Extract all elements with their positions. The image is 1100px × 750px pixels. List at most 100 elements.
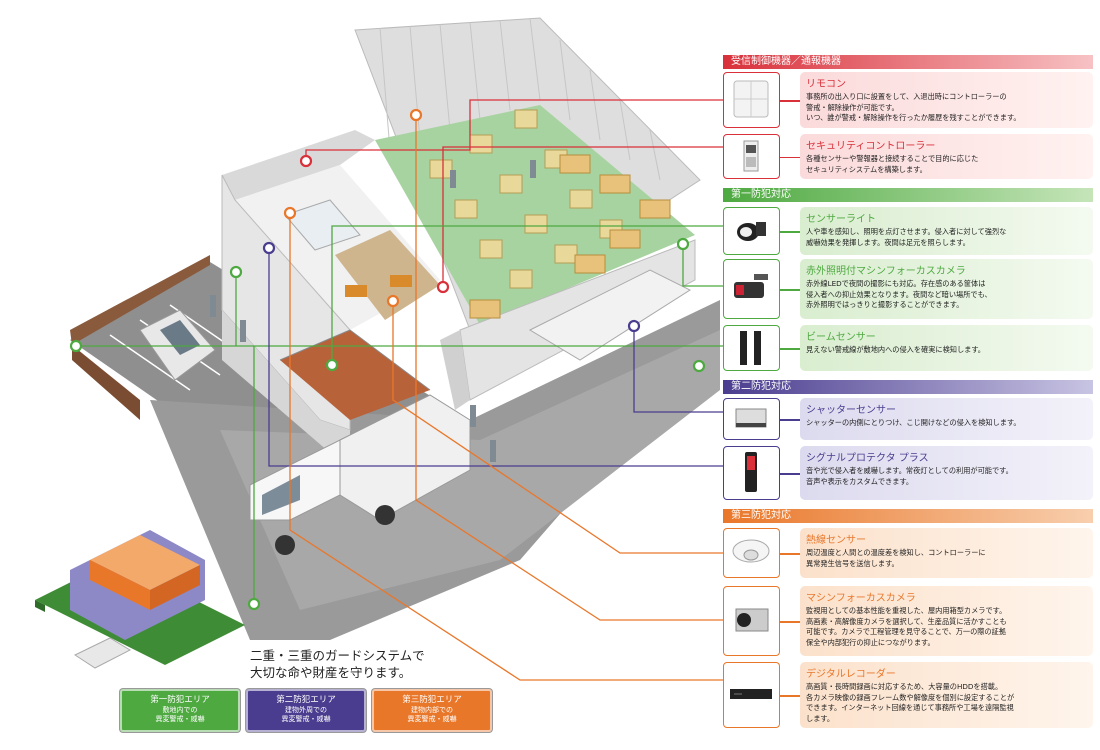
connector-line (780, 621, 800, 623)
item-sensor-light: センサーライト 人や車を感知し、照明を点灯させます。侵入者に対して強烈な 威嚇効… (723, 207, 1093, 255)
recorder-thumbnail (723, 662, 780, 728)
item-description: 見えない警戒線が敷地内への侵入を確実に検知します。 (806, 345, 985, 354)
item-card: セキュリティコントローラー 各種センサーや警報器と接続することで目的に応じた セ… (800, 134, 1093, 179)
connector-line (780, 473, 800, 475)
beam-sensor-thumbnail (723, 325, 780, 371)
shutter-marker (627, 319, 641, 333)
controller-thumbnail (723, 134, 780, 179)
stairs-marker (325, 358, 339, 372)
signal-protector-thumbnail (723, 446, 780, 500)
connector-line (780, 100, 800, 102)
item-title: 赤外照明付マシンフォーカスカメラ (806, 266, 966, 277)
brick-fence (70, 255, 210, 345)
item-title: 熱線センサー (806, 535, 866, 546)
mf-camera-thumbnail (723, 586, 780, 656)
item-recorder: デジタルレコーダー 高画質・長時間録画に対応するため、大容量のHDDを搭載。 各… (723, 662, 1093, 728)
connector-line (780, 231, 800, 233)
category-header-receiver: 受信制御機器／通報機器 (723, 55, 1093, 69)
ir-camera-marker (676, 237, 690, 251)
item-description: 周辺温度と人間との温度差を検知し、コントローラーに 異常発生信号を送信します。 (806, 548, 986, 568)
sensor-light-marker (229, 265, 243, 279)
item-card: センサーライト 人や車を感知し、照明を点灯させます。侵入者に対して強烈な 威嚇効… (800, 207, 1093, 255)
reception-area (335, 230, 440, 320)
office-desks (284, 199, 361, 251)
category-header-second: 第二防犯対応 (723, 380, 1093, 394)
item-card: 熱線センサー 周辺温度と人間との温度差を検知し、コントローラーに 異常発生信号を… (800, 528, 1093, 578)
green-connector-lines (76, 225, 723, 604)
item-description: 人や車を感知し、照明を点灯させます。侵入者に対して強烈な 威嚇効果を発揮します。… (806, 227, 1007, 247)
item-signal-protector: シグナルプロテクタ プラス 音や光で侵入者を威嚇します。常夜灯としての利用が可能… (723, 446, 1093, 500)
shutter-sensor-thumbnail (723, 398, 780, 440)
box-camera-icon (735, 608, 769, 632)
connector-line (780, 156, 800, 158)
item-description: 事務所の出入り口に設置をして、入退出時にコントローラーの 警戒・解除操作が可能で… (806, 92, 1021, 122)
purple-connector-lines (268, 248, 723, 467)
item-heat-sensor: 熱線センサー 周辺温度と人間との温度差を検知し、コントローラーに 異常発生信号を… (723, 528, 1093, 578)
signal-protector-icon (745, 452, 757, 492)
sensor-light-icon (737, 222, 766, 241)
item-ir-camera: 赤外照明付マシンフォーカスカメラ 赤外線LEDで夜間の撮影にも対応。存在感のある… (723, 259, 1093, 319)
item-card: ビームセンサー 見えない警戒線が敷地内への侵入を確実に検知します。 (800, 325, 1093, 371)
connector-line (780, 553, 800, 555)
orange-connector-lines (289, 115, 723, 681)
beam-right-marker (692, 359, 706, 373)
item-title: マシンフォーカスカメラ (806, 593, 916, 604)
heat-marker (386, 294, 400, 308)
sensor-light-thumbnail (723, 207, 780, 255)
sofas (345, 275, 412, 297)
recorder-marker (283, 206, 297, 220)
mf-camera-marker (409, 108, 423, 122)
item-title: デジタルレコーダー (806, 669, 896, 680)
item-card: 赤外照明付マシンフォーカスカメラ 赤外線LEDで夜間の撮影にも対応。存在感のある… (800, 259, 1093, 319)
item-description: 監視用としての基本性能を重視した、屋内用箱型カメラです。 高画素・高解像度カメラ… (806, 606, 1007, 647)
item-title: リモコン (806, 79, 846, 90)
warehouse-wall-stripes (379, 17, 661, 181)
remocon-thumbnail (723, 72, 780, 128)
item-description: シャッターの内側にとりつけ、こじ開けなどの侵入を検知します。 (806, 418, 1021, 427)
item-card: シグナルプロテクタ プラス 音や光で侵入者を威嚇します。常夜灯としての利用が可能… (800, 446, 1093, 500)
category-header-third: 第三防犯対応 (723, 509, 1093, 523)
item-title: シャッターセンサー (806, 405, 896, 416)
recorder-icon (730, 689, 772, 699)
connector-line (780, 419, 800, 421)
zone-second: 第二防犯エリア 建物外周での 異変警戒・威嚇 (246, 689, 366, 732)
mini-building (35, 530, 245, 669)
item-title: ビームセンサー (806, 332, 876, 343)
item-title: センサーライト (806, 214, 876, 225)
marker-points (69, 108, 706, 611)
heat-sensor-thumbnail (723, 528, 780, 578)
item-card: リモコン 事務所の出入り口に設置をして、入退出時にコントローラーの 警戒・解除操… (800, 72, 1093, 128)
work-tables (469, 154, 671, 319)
ir-camera-thumbnail (723, 259, 780, 319)
remocon-marker (299, 154, 313, 168)
shutter-door (528, 269, 692, 361)
item-description: 赤外線LEDで夜間の撮影にも対応。存在感のある筐体は 侵入者への抑止効果となりま… (806, 279, 992, 309)
item-title: シグナルプロテクタ プラス (806, 453, 929, 464)
ir-camera-icon (734, 274, 768, 298)
zone-third: 第三防犯エリア 建物内部での 異変警戒・威嚇 (372, 689, 492, 732)
controller-icon (743, 140, 759, 172)
connector-line (780, 289, 800, 291)
beam-marker (69, 339, 83, 353)
item-controller: セキュリティコントローラー 各種センサーや警報器と接続することで目的に応じた セ… (723, 134, 1093, 179)
brick-fence (72, 345, 140, 420)
ground-marker (247, 597, 261, 611)
item-description: 各種センサーや警報器と接続することで目的に応じた セキュリティシステムを構築しま… (806, 154, 979, 174)
item-card: マシンフォーカスカメラ 監視用としての基本性能を重視した、屋内用箱型カメラです。… (800, 586, 1093, 656)
zone-first: 第一防犯エリア 敷地内での 異変警戒・威嚇 (120, 689, 240, 732)
stair-railing (279, 329, 431, 391)
people (210, 160, 536, 462)
controller-marker (436, 280, 450, 294)
item-card: シャッターセンサー シャッターの内側にとりつけ、こじ開けなどの侵入を検知します。 (800, 398, 1093, 440)
shutter-sensor-icon (735, 408, 767, 428)
item-description: 高画質・長時間録画に対応するため、大容量のHDDを搭載。 各カメラ映像の録画フレ… (806, 682, 1015, 723)
red-connector-lines (305, 99, 723, 287)
item-remocon: リモコン 事務所の出入り口に設置をして、入退出時にコントローラーの 警戒・解除操… (723, 72, 1093, 128)
signal-marker (262, 241, 276, 255)
warehouse-front-wall (440, 330, 470, 410)
item-title: セキュリティコントローラー (806, 141, 936, 152)
heat-sensor-icon (732, 539, 770, 563)
item-mf-camera: マシンフォーカスカメラ 監視用としての基本性能を重視した、屋内用箱型カメラです。… (723, 586, 1093, 656)
beam-sensor-icon (740, 331, 761, 365)
